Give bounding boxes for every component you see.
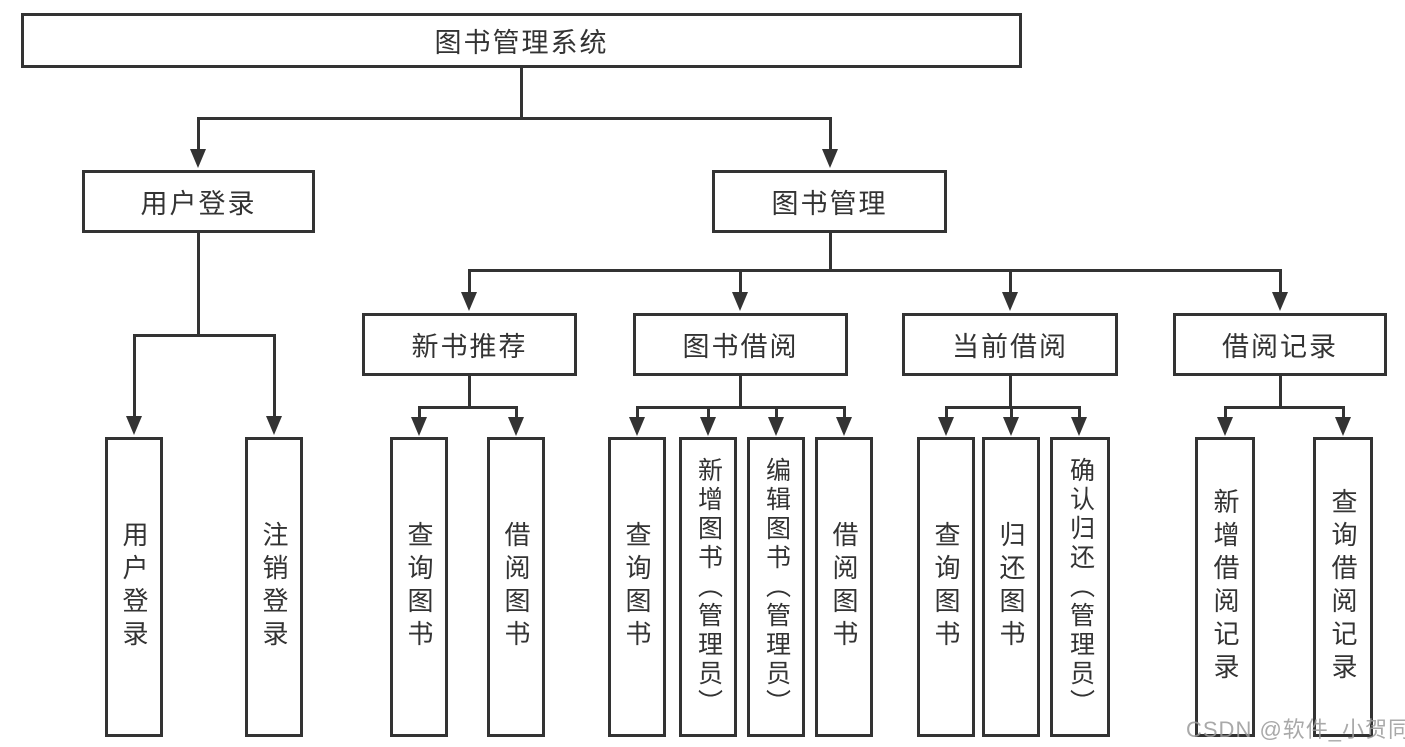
connector-shaft <box>843 406 846 419</box>
connector-shaft <box>775 406 778 419</box>
arrowhead-down-icon <box>768 417 784 436</box>
leaf-label: 查询图书 <box>622 521 652 653</box>
arrowhead-down-icon <box>1003 417 1019 436</box>
leaf-edit-books-admin: 编辑图书（管理员） <box>747 437 805 737</box>
leaf-label: 借阅图书 <box>501 521 531 653</box>
connector-root-branch <box>197 117 832 120</box>
arrowhead-down-icon <box>732 292 748 311</box>
csdn-watermark: CSDN @软件_小贺同学 <box>1186 717 1405 742</box>
leaf-label: 归还图书 <box>996 521 1026 653</box>
node-user-login: 用户登录 <box>82 170 315 233</box>
leaf-label: 编辑图书（管理员） <box>762 456 791 718</box>
node-label: 当前借阅 <box>952 332 1068 362</box>
leaf-label: 查询图书 <box>404 521 434 653</box>
node-new-book-recommend: 新书推荐 <box>362 313 577 376</box>
leaf-label: 查询借阅记录 <box>1328 488 1358 686</box>
connector-currentborrow-stem <box>1009 376 1012 409</box>
arrowhead-down-icon <box>1217 417 1233 436</box>
leaf-add-borrow-record: 新增借阅记录 <box>1195 437 1255 737</box>
connector-shaft <box>829 117 832 151</box>
connector-bookmgmt-stem <box>829 232 832 272</box>
connector-shaft <box>515 406 518 419</box>
connector-shaft <box>418 406 421 419</box>
leaf-add-books-admin: 新增图书（管理员） <box>679 437 737 737</box>
connector-shaft <box>1078 406 1081 419</box>
arrowhead-down-icon <box>700 417 716 436</box>
leaf-query-borrow-record: 查询借阅记录 <box>1313 437 1373 737</box>
connector-shaft <box>1224 406 1227 419</box>
connector-shaft <box>133 334 136 418</box>
connector-shaft <box>1009 269 1012 294</box>
leaf-label: 借阅图书 <box>829 521 859 653</box>
connector-shaft <box>636 406 639 419</box>
arrowhead-down-icon <box>629 417 645 436</box>
connector-shaft <box>197 117 200 151</box>
connector-userlogin-branch <box>133 334 276 337</box>
node-book-borrow: 图书借阅 <box>633 313 848 376</box>
connector-newbook-branch <box>418 406 518 409</box>
connector-shaft <box>945 406 948 419</box>
connector-shaft <box>468 269 471 294</box>
connector-borrowrecords-stem <box>1279 376 1282 409</box>
leaf-label: 用户登录 <box>119 521 149 653</box>
connector-borrowrecords-branch <box>1224 406 1344 409</box>
leaf-label: 查询图书 <box>931 521 961 653</box>
leaf-query-books-recommend: 查询图书 <box>390 437 448 737</box>
connector-newbook-stem <box>468 376 471 409</box>
node-label: 图书借阅 <box>682 332 799 362</box>
node-current-borrow: 当前借阅 <box>902 313 1118 376</box>
connector-bookmgmt-branch <box>468 269 1282 272</box>
connector-shaft <box>1010 406 1013 419</box>
connector-shaft <box>1342 406 1345 419</box>
node-label: 用户登录 <box>140 189 257 219</box>
leaf-borrow-books: 借阅图书 <box>815 437 873 737</box>
node-label: 借阅记录 <box>1222 332 1338 362</box>
leaf-borrow-books-recommend: 借阅图书 <box>487 437 545 737</box>
connector-shaft <box>707 406 710 419</box>
arrowhead-down-icon <box>461 292 477 311</box>
connector-userlogin-stem <box>197 233 200 337</box>
connector-shaft <box>739 269 742 294</box>
node-label: 新书推荐 <box>411 332 528 362</box>
connector-bookborrow-stem <box>739 376 742 409</box>
leaf-label: 新增图书（管理员） <box>694 456 723 718</box>
arrowhead-down-icon <box>822 149 838 168</box>
node-label: 图书管理系统 <box>434 28 609 58</box>
arrowhead-down-icon <box>190 149 206 168</box>
leaf-label: 注销登录 <box>259 521 289 653</box>
arrowhead-down-icon <box>411 417 427 436</box>
leaf-user-login: 用户登录 <box>105 437 163 737</box>
arrowhead-down-icon <box>938 417 954 436</box>
connector-root-stem <box>520 68 523 118</box>
node-borrow-records: 借阅记录 <box>1173 313 1387 376</box>
arrowhead-down-icon <box>508 417 524 436</box>
node-root-system: 图书管理系统 <box>21 13 1022 68</box>
node-label: 图书管理 <box>771 189 888 219</box>
connector-bookborrow-branch <box>636 406 845 409</box>
node-book-management: 图书管理 <box>712 170 947 233</box>
leaf-query-books-borrow: 查询图书 <box>608 437 666 737</box>
connector-shaft <box>1279 269 1282 294</box>
leaf-return-books: 归还图书 <box>982 437 1040 737</box>
leaf-label: 确认归还（管理员） <box>1066 456 1095 718</box>
arrowhead-down-icon <box>1272 292 1288 311</box>
leaf-query-books-current: 查询图书 <box>917 437 975 737</box>
connector-shaft <box>273 334 276 418</box>
arrowhead-down-icon <box>1071 417 1087 436</box>
leaf-label: 新增借阅记录 <box>1210 488 1240 686</box>
arrowhead-down-icon <box>836 417 852 436</box>
leaf-confirm-return-admin: 确认归还（管理员） <box>1050 437 1110 737</box>
arrowhead-down-icon <box>1335 417 1351 436</box>
arrowhead-down-icon <box>126 416 142 435</box>
arrowhead-down-icon <box>266 416 282 435</box>
arrowhead-down-icon <box>1002 292 1018 311</box>
leaf-logout-login: 注销登录 <box>245 437 303 737</box>
